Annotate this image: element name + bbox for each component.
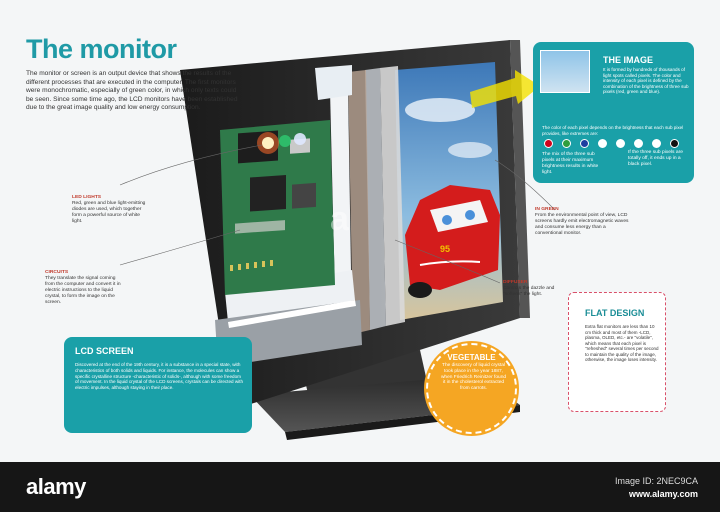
subpixel-dot bbox=[616, 139, 625, 148]
flat-design-text: Extra flat monitors are less than 10 cm … bbox=[585, 324, 659, 362]
light-tube bbox=[315, 65, 352, 100]
in-green-heading: IN GREEN bbox=[535, 207, 559, 212]
lcd-screen-text: Discovered at the end of the 19th centur… bbox=[75, 362, 244, 391]
image-box-title: THE IMAGE bbox=[603, 55, 654, 65]
site-url[interactable]: www.alamy.com bbox=[628, 489, 698, 499]
led-lights bbox=[257, 132, 306, 154]
led-lights-text: Red, green and blue light-emitting diode… bbox=[72, 201, 146, 224]
subpixel-dot bbox=[580, 139, 589, 148]
led-lights-heading: LED LIGHTS bbox=[72, 195, 102, 200]
pixel-closeup-image bbox=[540, 50, 590, 93]
image-id: Image ID: 2NEC9CA bbox=[614, 476, 698, 486]
vegetable-title: VEGETABLE bbox=[447, 353, 496, 362]
vegetable-badge: VEGETABLE The discovery of liquid crysta… bbox=[426, 343, 517, 434]
subpixel-dots bbox=[540, 139, 690, 151]
subpixel-dot bbox=[562, 139, 571, 148]
screen-image: 95 bbox=[395, 62, 503, 320]
led-lights-label: LED LIGHTS Red, green and blue light-emi… bbox=[72, 195, 150, 225]
in-green-label: IN GREEN From the environmental point of… bbox=[535, 207, 630, 237]
in-green-text: From the environmental point of view, LC… bbox=[535, 213, 629, 236]
white-light-note: The mix of the three sub pixels at their… bbox=[542, 152, 599, 175]
diffuser-heading: DIFFUSER bbox=[503, 280, 528, 285]
image-box-text: It is formed by hundreds of thousands of… bbox=[603, 67, 689, 95]
diffuser-layer bbox=[365, 66, 405, 330]
lcd-screen-box: LCD SCREEN Discovered at the end of the … bbox=[64, 337, 252, 433]
diffuser-label: DIFFUSER Controls the dazzle and "soften… bbox=[503, 280, 563, 298]
monitor-illustration: 95 bbox=[119, 40, 556, 440]
alamy-logo: alamy bbox=[26, 474, 86, 499]
diffuser-text: Controls the dazzle and "softens" the li… bbox=[503, 286, 555, 297]
image-arrow bbox=[470, 70, 540, 108]
page-title: The monitor bbox=[26, 34, 177, 64]
lcd-layer bbox=[348, 70, 370, 334]
subpixel-dot bbox=[544, 139, 553, 148]
subpixel-dot bbox=[634, 139, 643, 148]
stock-footer-bar: alamy Image ID: 2NEC9CA www.alamy.com bbox=[0, 462, 720, 512]
intro-text: The monitor or screen is an output devic… bbox=[26, 70, 238, 112]
vegetable-text: The discovery of liquid crystal took pla… bbox=[440, 363, 507, 392]
flat-design-title: FLAT DESIGN bbox=[585, 308, 645, 318]
circuits-label: CIRCUITS They translate the signal comin… bbox=[45, 270, 123, 306]
circuits-heading: CIRCUITS bbox=[45, 270, 69, 275]
infographic: 95 bbox=[0, 0, 720, 462]
flat-design-box: FLAT DESIGN Extra flat monitors are less… bbox=[568, 292, 666, 412]
lcd-screen-title: LCD SCREEN bbox=[75, 346, 134, 356]
subpixel-dot bbox=[670, 139, 679, 148]
image-box-subtext: The color of each pixel depends on the b… bbox=[542, 125, 684, 136]
circuits-text: They translate the signal coming from th… bbox=[45, 276, 121, 305]
subpixel-dot bbox=[598, 139, 607, 148]
svg-text:95: 95 bbox=[440, 244, 450, 254]
image-info-box: THE IMAGE It is formed by hundreds of th… bbox=[533, 42, 694, 183]
leader-lines bbox=[119, 144, 556, 284]
black-pixel-note: If the three sub pixels are totally off,… bbox=[628, 150, 683, 167]
subpixel-dot bbox=[652, 139, 661, 148]
watermark: a bbox=[330, 200, 349, 238]
